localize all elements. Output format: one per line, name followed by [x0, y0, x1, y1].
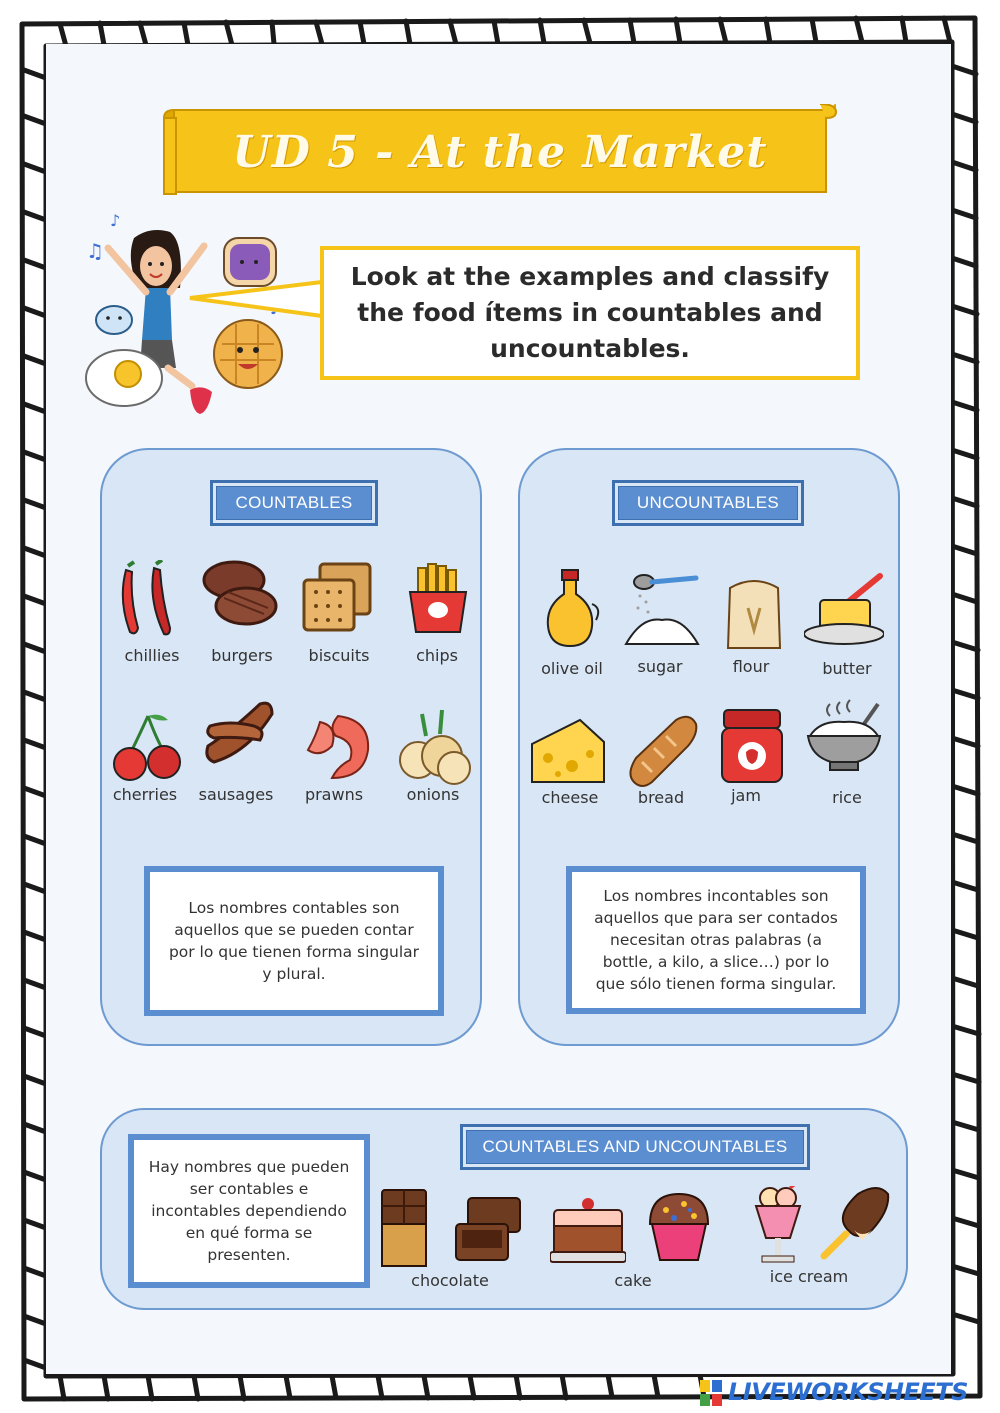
ice-lolly-icon — [820, 1187, 890, 1260]
teacher-avatar-illustration: ♪ ♫ ♪ — [85, 211, 283, 414]
brownies-icon — [455, 1197, 521, 1261]
sausages-icon — [205, 701, 274, 764]
food-label-olive-oil: olive oil — [541, 659, 603, 678]
food-label-sugar: sugar — [637, 657, 683, 676]
food-label-flour: flour — [732, 657, 770, 676]
sundae-icon — [754, 1186, 802, 1263]
chips-icon — [408, 563, 468, 633]
food-label-cheese: cheese — [541, 788, 599, 807]
liveworksheets-logo-icon — [700, 1380, 722, 1406]
speech-pointer — [189, 280, 323, 318]
instruction-box: Look at the examples and classify the fo… — [320, 246, 860, 380]
jam-icon — [721, 709, 783, 783]
food-label-burgers: burgers — [211, 646, 273, 665]
uncountables-heading: UNCOUNTABLES — [612, 480, 804, 526]
countables-and-uncountables-heading: COUNTABLES AND UNCOUNTABLES — [460, 1124, 810, 1170]
food-label-prawns: prawns — [304, 785, 364, 804]
food-label-biscuits: biscuits — [308, 646, 370, 665]
food-label-cherries: cherries — [112, 785, 178, 804]
muffin-icon — [648, 1192, 710, 1261]
both-explanation: Hay nombres que pueden ser contables e i… — [148, 1158, 350, 1264]
liveworksheets-watermark: LIVEWORKSHEETS — [728, 1378, 968, 1406]
chillies-icon — [121, 560, 172, 636]
chocolate-bar-icon — [381, 1189, 427, 1267]
both-explanation-box: Hay nombres que pueden ser contables e i… — [128, 1134, 370, 1288]
onions-icon — [399, 709, 471, 785]
sugar-icon — [624, 574, 700, 645]
page-title: UD 5 - At the Market — [232, 126, 768, 178]
bread-icon — [629, 715, 698, 787]
title-banner — [162, 104, 838, 195]
food-label-cake: cake — [614, 1271, 652, 1290]
countables-explanation-box: Los nombres contables son aquellos que s… — [144, 866, 444, 1016]
prawns-icon — [306, 714, 370, 780]
flour-icon — [726, 580, 782, 649]
svg-text:♫: ♫ — [86, 239, 104, 263]
cake-icon — [550, 1198, 626, 1263]
burgers-icon — [202, 560, 278, 626]
countables-explanation: Los nombres contables son aquellos que s… — [168, 899, 420, 983]
food-label-bread: bread — [637, 788, 685, 807]
instruction-text: Look at the examples and classify the fo… — [350, 262, 830, 363]
butter-icon — [804, 573, 884, 645]
food-label-jam: jam — [731, 786, 761, 805]
uncountables-explanation: Los nombres incontables son aquellos que… — [594, 887, 838, 993]
countables-heading: COUNTABLES — [210, 480, 378, 526]
food-label-chocolate: chocolate — [411, 1271, 489, 1290]
biscuits-icon — [302, 562, 372, 632]
olive-oil-icon — [546, 569, 600, 648]
food-label-rice: rice — [832, 788, 862, 807]
rice-icon — [806, 699, 882, 771]
cherries-icon — [113, 714, 181, 781]
food-label-chips: chips — [416, 646, 458, 665]
svg-text:♪: ♪ — [110, 211, 120, 230]
cheese-icon — [531, 718, 605, 783]
uncountables-explanation-box: Los nombres incontables son aquellos que… — [566, 866, 866, 1014]
food-label-onions: onions — [406, 785, 460, 804]
food-label-sausages: sausages — [198, 785, 274, 804]
food-label-butter: butter — [822, 659, 872, 678]
food-label-ice-cream: ice cream — [769, 1267, 849, 1286]
food-label-chillies: chillies — [124, 646, 180, 665]
